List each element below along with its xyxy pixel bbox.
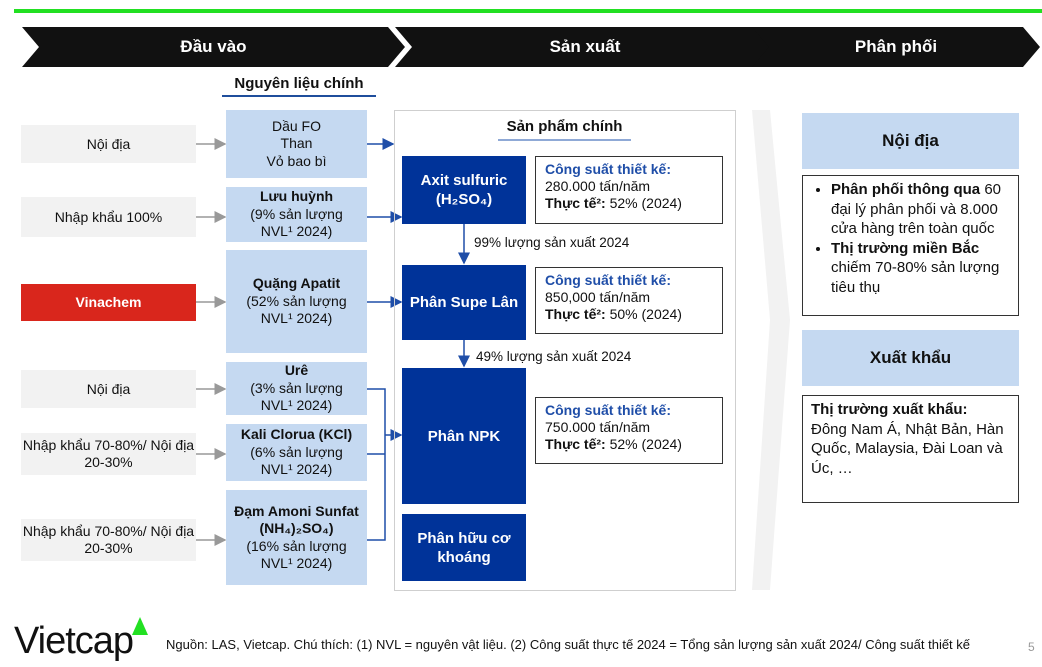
stage-inputs: Đầu vào [22,27,405,67]
actual-value: 52% (2024) [609,195,682,211]
material-sulfur: Lưu huỳnh (9% sản lượng NVL¹ 2024) [226,187,367,242]
material-line: Vỏ bao bì [266,152,327,169]
actual-value: 52% (2024) [609,436,682,452]
material-urea: Urê (3% sản lượng NVL¹ 2024) [226,362,367,415]
logo-text: Vietcap [14,620,134,662]
heading-underline [498,139,631,141]
actual-value: 50% (2024) [609,306,682,322]
products-panel [394,110,736,591]
product-npk: Phân NPK [402,368,526,504]
capacity-label: Công suất thiết kế: [545,161,672,177]
stage-distribution: Phân phối [752,27,1040,67]
material-kcl: Kali Clorua (KCl) (6% sản lượng NVL¹ 202… [226,424,367,481]
capacity-value: 280.000 tấn/năm [545,178,651,194]
source-import-mixed: Nhập khẩu 70-80%/ Nội địa 20-30% [21,519,196,561]
material-line: NVL¹ 2024) [260,461,333,478]
source-import: Nhập khẩu 100% [21,197,196,237]
distribution-domestic: Nội địa [802,113,1019,169]
domestic-point: Thị trường miền Bắc chiếm 70-80% sản lượ… [831,239,1010,298]
footer-note: Nguồn: LAS, Vietcap. Chú thích: (1) NVL … [166,637,971,652]
material-line: NVL¹ 2024) [260,223,333,240]
material-line: NVL¹ 2024) [260,310,333,327]
domestic-details: Phân phối thông qua 60 đại lý phân phối … [802,175,1019,316]
material-name: Quặng Apatit [252,275,341,292]
product-superphosphate: Phân Supe Lân [402,265,526,340]
source-domestic: Nội địa [21,125,196,163]
material-fo-coal-packaging: Dầu FO Than Vỏ bao bì [226,110,367,178]
material-line: (3% sản lượng [250,379,343,396]
capacity-value: 750.000 tấn/năm [545,419,651,435]
domestic-point: Phân phối thông qua 60 đại lý phân phối … [831,180,1010,239]
product-organic-mineral: Phân hữu cơ khoáng [402,514,526,581]
actual-label: Thực tế²: [545,436,606,452]
capacity-sulfuric-acid: Công suất thiết kế: 280.000 tấn/năm Thực… [535,156,723,224]
material-name: Đạm Amoni Sunfat [234,502,359,519]
materials-heading: Nguyên liệu chính [234,75,364,92]
capacity-npk: Công suất thiết kế: 750.000 tấn/năm Thực… [535,397,723,464]
point-bold: Thị trường miền Bắc [831,239,980,257]
source-import-mixed: Nhập khẩu 70-80%/ Nội địa 20-30% [21,433,196,475]
top-accent-line [14,9,1042,13]
material-formula: (NH₄)₂SO₄) [259,520,334,536]
product-formula: (H₂SO₄) [435,191,493,208]
distribution-export: Xuất khẩu [802,330,1019,386]
capacity-superphosphate: Công suất thiết kế: 850,000 tấn/năm Thực… [535,267,723,334]
material-name: Kali Clorua (KCl) [240,426,353,443]
export-markets: Đông Nam Á, Nhật Bản, Hàn Quốc, Malaysia… [811,420,1004,477]
material-apatite: Quặng Apatit (52% sản lượng NVL¹ 2024) [226,250,367,353]
material-name: Urê [284,362,309,379]
export-details: Thị trường xuất khẩu: Đông Nam Á, Nhật B… [802,395,1019,503]
material-line: Dầu FO [271,117,321,134]
heading-underline [222,95,376,97]
actual-label: Thực tế²: [545,195,606,211]
product-sulfuric-acid: Axit sulfuric (H₂SO₄) [402,156,526,224]
products-heading: Sản phẩm chính [506,118,623,135]
point-text: chiếm 70-80% sản lượng tiêu thụ [831,259,1000,296]
material-line: NVL¹ 2024) [260,397,333,414]
point-text: 60 đại lý phân phối và 8.000 cửa hàng tr… [831,181,1002,237]
stage-label: Sản xuất [549,37,621,56]
material-name: Lưu huỳnh [259,188,334,205]
logo-triangle-icon [132,617,148,635]
capacity-label: Công suất thiết kế: [545,272,672,288]
material-line: (52% sản lượng [246,292,347,309]
material-line: (16% sản lượng [246,537,347,554]
source-domestic: Nội địa [21,370,196,408]
flow-label: 99% lượng sản xuất 2024 [474,235,630,250]
export-title: Thị trường xuất khẩu: [811,401,968,418]
vietcap-logo: Vietcap [14,617,148,663]
stage-label: Phân phối [854,37,938,56]
point-bold: Phân phối thông qua [831,181,981,198]
material-ammonium-sulfate: Đạm Amoni Sunfat (NH₄)₂SO₄) (16% sản lượ… [226,490,367,585]
material-line: (9% sản lượng [250,205,343,222]
page-number: 5 [1028,640,1035,654]
material-line: (6% sản lượng [250,443,343,460]
flow-label: 49% lượng sản xuất 2024 [476,349,632,364]
stage-label: Đầu vào [180,37,247,56]
actual-label: Thực tế²: [545,306,606,322]
material-line: Than [280,135,313,152]
capacity-label: Công suất thiết kế: [545,402,672,418]
stage-production: Sản xuất [395,27,775,67]
source-vinachem: Vinachem [21,284,196,321]
product-name: Axit sulfuric [420,172,508,189]
capacity-value: 850,000 tấn/năm [545,289,651,305]
material-line: NVL¹ 2024) [260,555,333,571]
